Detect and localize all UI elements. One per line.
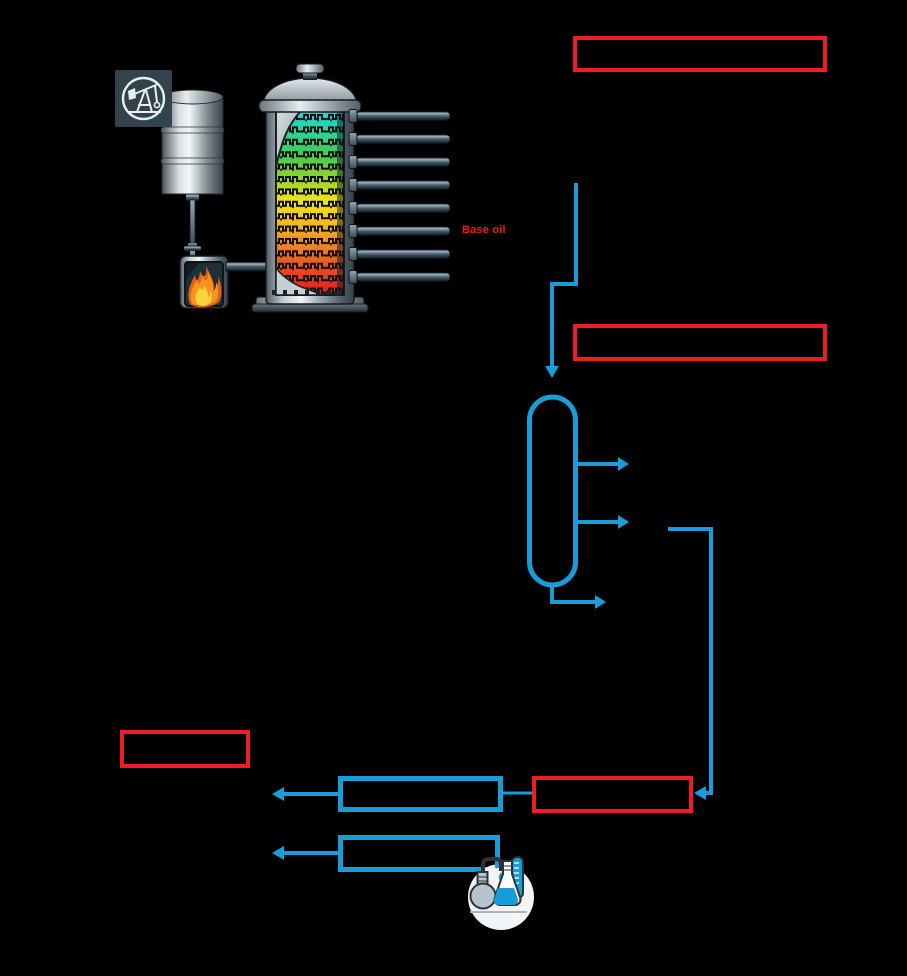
column-top-nozzle	[295, 63, 325, 80]
left-arrowhead-2	[272, 846, 284, 860]
right-arrowhead-bottoms	[595, 595, 606, 609]
blue-border-stub-h	[466, 867, 479, 872]
top-right-red-box	[573, 36, 827, 72]
crude-distillation-scene	[115, 63, 451, 313]
vacuum-column-vessel	[527, 394, 578, 588]
left-arrowhead-1	[272, 787, 284, 801]
feed-pipe	[184, 194, 201, 259]
flow-line-down-to-vessel	[550, 183, 578, 366]
right-arrowhead-1	[618, 457, 629, 471]
column-gradient-interior	[275, 107, 345, 296]
distillation-column	[251, 63, 369, 313]
bottom-middle-blue-box	[338, 776, 503, 812]
down-arrowhead	[545, 366, 559, 378]
right-arrowhead-2	[618, 515, 629, 529]
oil-pump-jack-icon	[115, 70, 172, 127]
oil-barrel	[160, 89, 225, 195]
furnace	[179, 255, 229, 309]
column-bolts	[272, 290, 342, 295]
furnace-fire-icon	[188, 266, 222, 308]
left-arrowhead-into-red-box	[694, 786, 706, 800]
column-dome	[258, 77, 362, 113]
pipe-flanges	[348, 109, 358, 284]
bottom-left-red-box	[120, 730, 250, 768]
arrowheads	[272, 366, 706, 860]
flow-line-to-bottom-red-box	[668, 527, 713, 795]
bottoms-arrow-line	[550, 587, 595, 604]
chemistry-flasks-icon	[466, 850, 534, 930]
base-oil-label: Base oil	[462, 224, 506, 236]
middle-right-red-box	[573, 324, 827, 361]
erlenmeyer-flask	[493, 860, 522, 906]
round-flask	[469, 871, 497, 910]
bottom-right-red-box	[532, 776, 693, 813]
